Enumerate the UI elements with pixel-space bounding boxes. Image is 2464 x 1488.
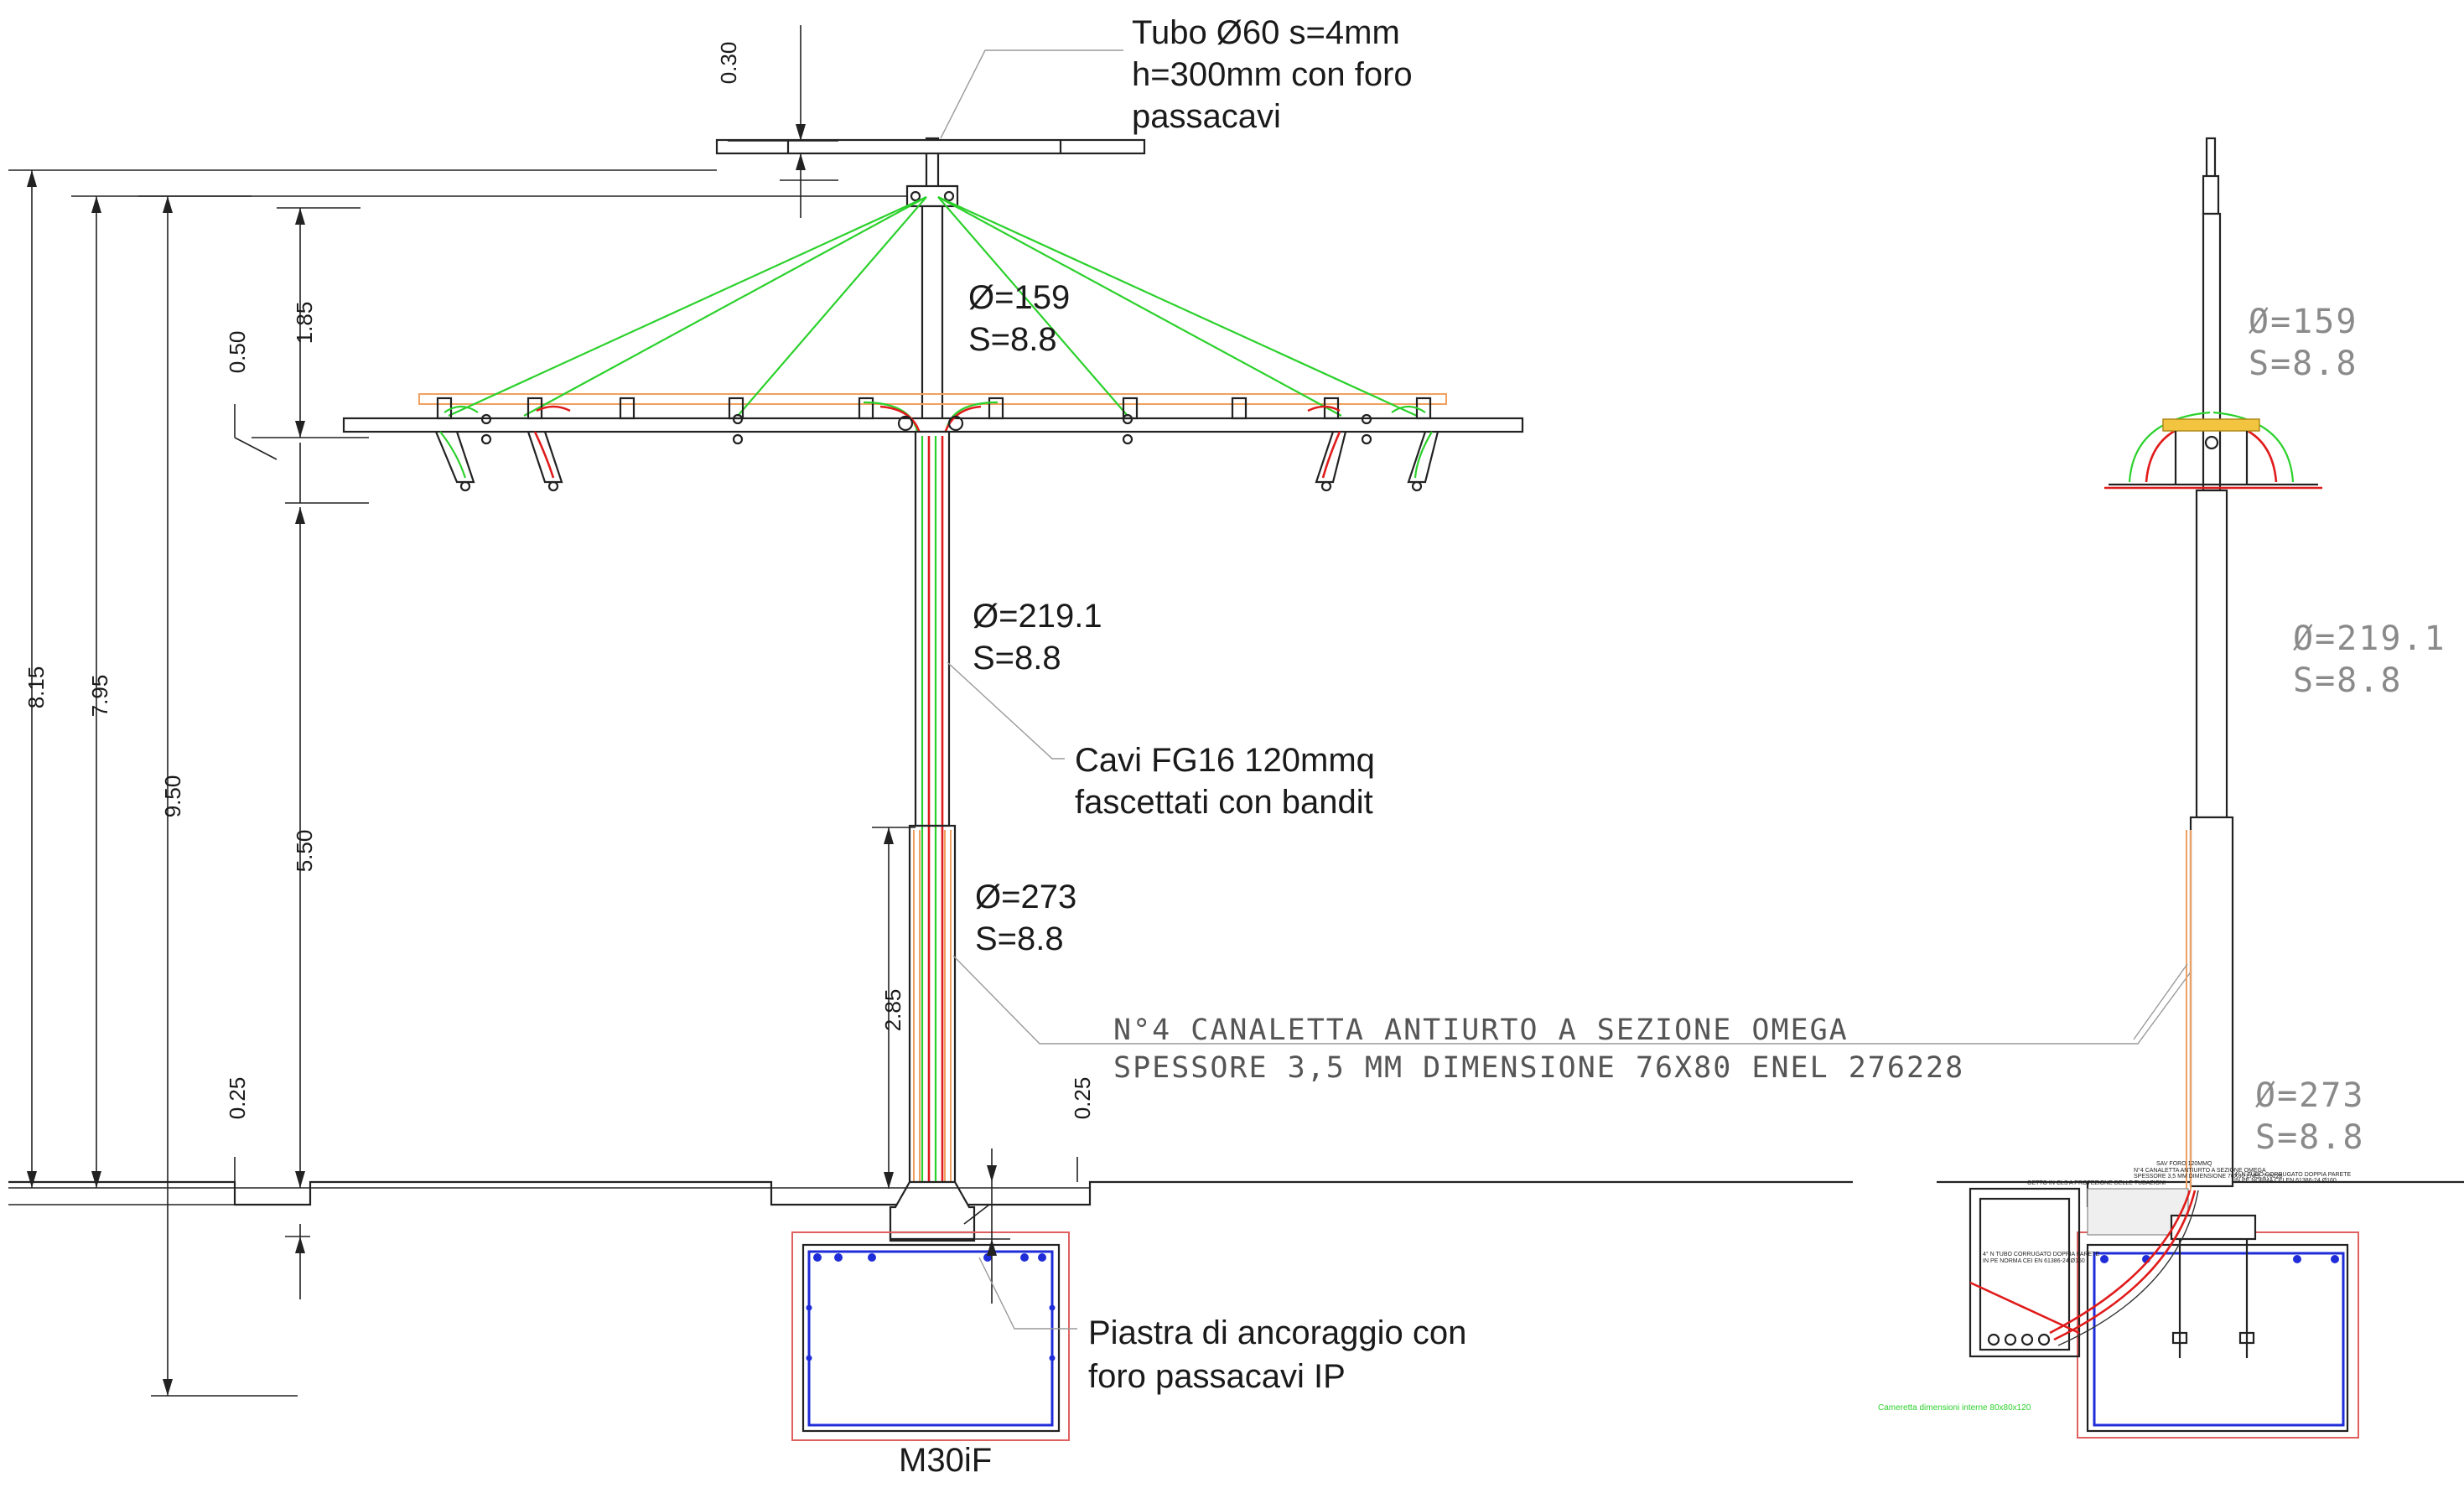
pole-middle — [914, 430, 951, 827]
svg-text:IN PE NORMA CEI EN 61386-24 Ø1: IN PE NORMA CEI EN 61386-24 Ø160 — [1983, 1258, 2085, 1264]
dim-950: 9.50 — [160, 775, 185, 818]
dim-050: 0.50 — [225, 331, 250, 374]
pole-upper — [921, 205, 944, 424]
side-elevation: SAV FORO 120MMQ N°4 CANALETTA ANTIURTO A… — [1878, 137, 2464, 1439]
label-piastra: Piastra di ancoraggio con foro passacavi… — [1088, 1314, 1476, 1395]
side-pole-lower — [2189, 816, 2234, 1188]
svg-text:SAV FORO 120MMQ: SAV FORO 120MMQ — [2156, 1161, 2212, 1167]
svg-text:4° N TUBO CORRUGATO DOPPIA PAR: 4° N TUBO CORRUGATO DOPPIA PARETE — [1983, 1251, 2100, 1257]
svg-text:GETTO IN CLS A PROTEZIONE DELL: GETTO IN CLS A PROTEZIONE DELLE TUBAZION… — [2027, 1180, 2166, 1186]
crossarm-tray — [418, 393, 1447, 405]
label-cavi: Cavi FG16 120mmq fascettati con bandit — [1075, 742, 1384, 821]
dim-815: 8.15 — [23, 666, 49, 709]
side-crossarm-head — [2104, 411, 2322, 490]
leader-lines — [940, 49, 2197, 1330]
label-tube: Tubo Ø60 s=4mm h=300mm con foro passacav… — [1132, 14, 1422, 135]
label-canaletta: N°4 CANALETTA ANTIURTO A SEZIONE OMEGA S… — [1113, 1014, 1964, 1085]
dim-030: 0.30 — [716, 42, 741, 85]
side-notes: SAV FORO 120MMQ N°4 CANALETTA ANTIURTO A… — [1878, 1161, 2352, 1413]
svg-text:4° N TUBO CORRUGATO DOPPIA PAR: 4° N TUBO CORRUGATO DOPPIA PARETE — [2234, 1171, 2352, 1178]
label-d219: Ø=219.1 S=8.8 — [973, 598, 1112, 677]
side-label-d273: Ø=273 S=8.8 — [2255, 1076, 2387, 1157]
dim-025-right: 0.25 — [1070, 1077, 1095, 1120]
ground-line — [8, 1180, 1853, 1206]
crossarm — [342, 417, 1524, 433]
svg-text:N°4 CANALETTA ANTIURTO A SEZIO: N°4 CANALETTA ANTIURTO A SEZIONE OMEGA — [2134, 1167, 2266, 1174]
side-label-d159: Ø=159 S=8.8 — [2249, 303, 2380, 383]
dimension-lines — [8, 25, 1090, 1397]
crossarm-clamps — [436, 397, 1432, 445]
dimension-arrows — [27, 124, 997, 1396]
dim-185: 1.85 — [292, 302, 317, 345]
base-plate — [889, 1180, 976, 1241]
side-inspection-pit — [1969, 1187, 2199, 1358]
label-d159: Ø=159 S=8.8 — [968, 279, 1079, 358]
dim-025-left: 0.25 — [225, 1077, 250, 1120]
plinth-foundation — [791, 1231, 1070, 1441]
dim-795: 7.95 — [87, 675, 112, 718]
stay-wires — [448, 195, 1418, 417]
side-foundation — [2077, 1188, 2359, 1439]
canaletta-omega — [913, 830, 952, 1216]
dim-550: 5.50 — [292, 830, 317, 873]
label-d273: Ø=273 S=8.8 — [975, 879, 1086, 957]
svg-text:IN PE NORMA CEI EN 61386-24 Ø1: IN PE NORMA CEI EN 61386-24 Ø160 — [2234, 1178, 2337, 1184]
side-label-d219: Ø=219.1 S=8.8 — [2293, 620, 2464, 700]
top-crossbar — [715, 138, 1146, 155]
svg-text:SPESSORE 3,5 MM DIMENSIONE 76X: SPESSORE 3,5 MM DIMENSIONE 76X80 ENEL 27… — [2134, 1174, 2283, 1180]
front-elevation: 0.30 8.15 7.95 9.50 0.50 1.85 5.50 0.25 … — [8, 14, 2197, 1479]
cameretta-note: Cameretta dimensioni interne 80x80x120 — [1878, 1403, 2031, 1413]
dim-285: 2.85 — [880, 989, 905, 1032]
cable-bundle — [921, 436, 944, 1220]
pole-lower — [908, 824, 957, 1188]
label-plinth-code: M30iF — [899, 1442, 992, 1479]
side-pole-middle — [2195, 489, 2228, 819]
cable-drops — [434, 405, 1439, 492]
